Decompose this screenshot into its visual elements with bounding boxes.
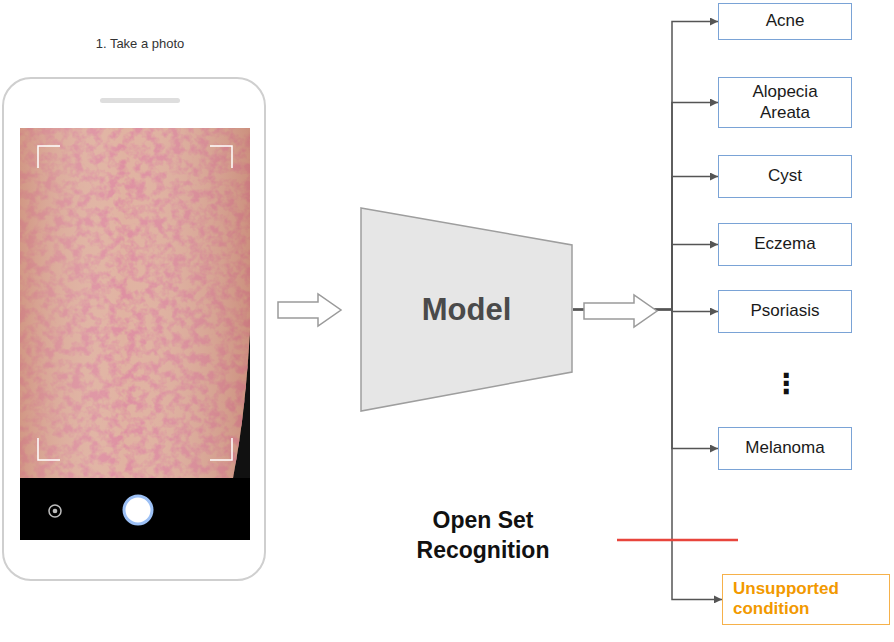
class-label: Acne [766, 11, 805, 31]
class-box: Alopecia Areata [718, 77, 852, 128]
branch-arrow [573, 310, 722, 600]
branch-arrow [573, 310, 718, 449]
class-box: Psoriasis [718, 290, 852, 333]
branch-arrow [573, 22, 718, 310]
class-box: Cyst [718, 155, 852, 198]
class-box: Eczema [718, 223, 852, 266]
switch-camera-icon [49, 505, 61, 517]
class-label: Alopecia Areata [733, 82, 837, 123]
branch-arrow [573, 103, 718, 310]
branch-arrow [573, 177, 718, 310]
class-label: Melanoma [745, 438, 824, 458]
shutter-button [124, 496, 152, 524]
ellipsis-mark: ⋮ [770, 366, 802, 402]
class-label: Unsupported condition [733, 579, 879, 620]
class-box: Melanoma [718, 427, 852, 470]
phone-body [3, 78, 265, 580]
camera-bar [20, 478, 250, 540]
viewfinder-corners [38, 146, 232, 460]
trapezoid-outline [361, 208, 572, 411]
model-label: Model [422, 291, 512, 328]
class-label: Cyst [768, 166, 802, 186]
class-box: Acne [718, 3, 852, 40]
flow-arrow [584, 295, 657, 327]
branch-arrow [573, 245, 718, 310]
skin-photo [20, 128, 250, 478]
class-label: Eczema [754, 234, 815, 254]
unsupported-box: Unsupported condition [722, 574, 890, 625]
section-title: Open Set Recognition [383, 506, 583, 566]
phone-speaker [100, 98, 180, 103]
class-label: Psoriasis [751, 301, 820, 321]
threshold-line [617, 539, 738, 542]
model-trapezoid: Model [360, 207, 573, 412]
step-label: 1. Take a photo [50, 36, 230, 53]
flow-arrow [278, 294, 341, 326]
